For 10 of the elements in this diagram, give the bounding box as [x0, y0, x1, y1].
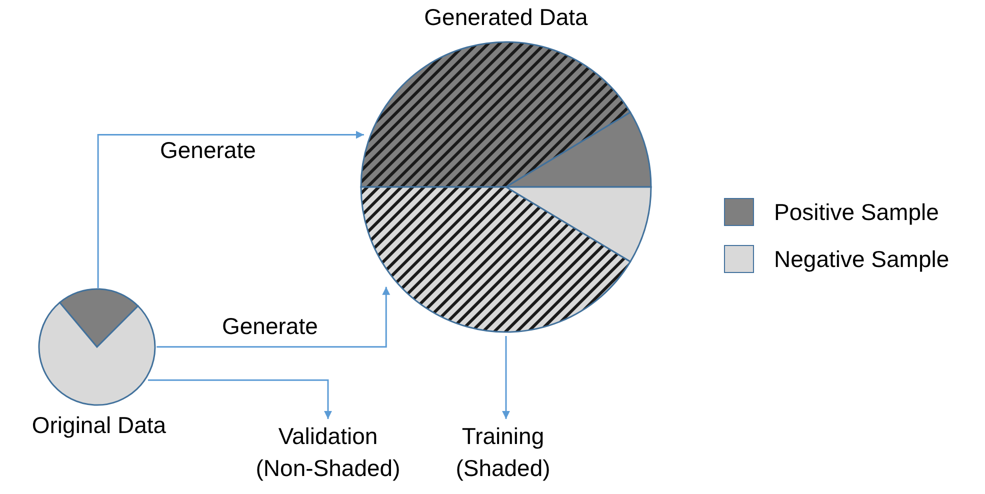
legend-label: Negative Sample — [774, 246, 950, 273]
chart-title: Original Data — [30, 412, 168, 439]
arrow — [148, 379, 332, 419]
output-label: Training (Shaded) — [454, 422, 552, 483]
arrow — [502, 336, 510, 419]
arrow — [97, 130, 364, 288]
arrow — [156, 286, 390, 348]
chart-title: Generated Data — [423, 4, 589, 31]
legend-label: Positive Sample — [774, 199, 939, 226]
output-label: Validation (Non-Shaded) — [254, 422, 402, 483]
